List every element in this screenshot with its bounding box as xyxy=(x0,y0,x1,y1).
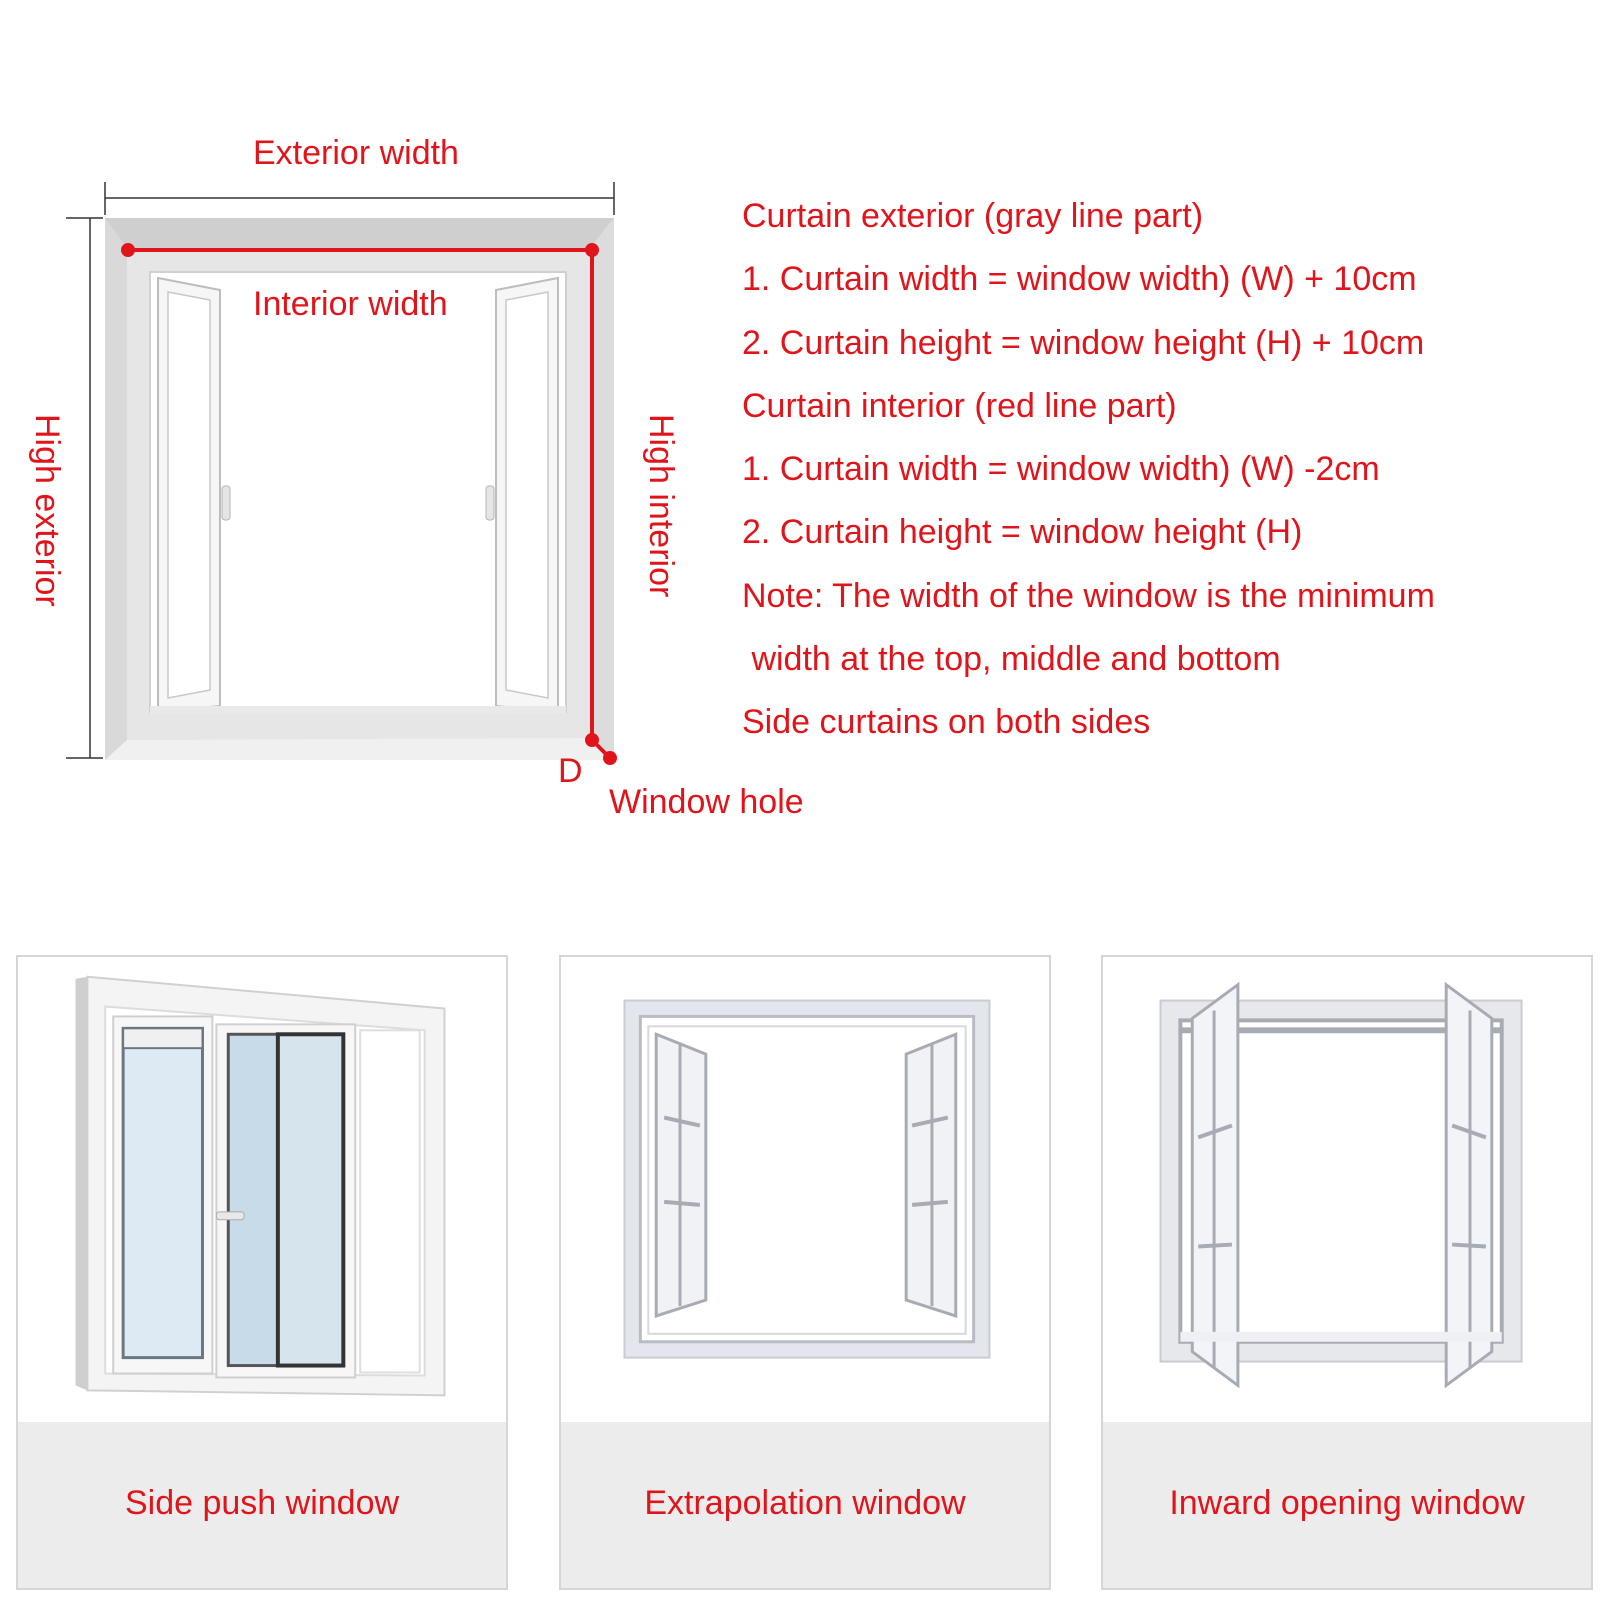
interior-measure-lines xyxy=(121,243,617,765)
high-exterior-dimension xyxy=(66,217,103,759)
instruction-line: Note: The width of the window is the min… xyxy=(742,576,1435,615)
high-interior-label: High interior xyxy=(642,414,680,598)
instruction-line: 1. Curtain width = window width) (W) + 1… xyxy=(742,260,1417,299)
instruction-line: Curtain exterior (gray line part) xyxy=(742,197,1204,235)
exterior-width-label: Exterior width xyxy=(253,134,459,172)
instruction-line: width at the top, middle and bottom xyxy=(742,640,1281,679)
window-type-card-side-push: Side push window xyxy=(16,955,508,1590)
window-type-label: Extrapolation window xyxy=(644,1484,966,1522)
window-measurement-diagram xyxy=(66,182,617,765)
instruction-line: 2. Curtain height = window height (H) xyxy=(742,513,1303,552)
exterior-width-dimension xyxy=(104,182,615,215)
instruction-line: 2. Curtain height = window height (H) + … xyxy=(742,323,1425,362)
window-hole-label: Window hole xyxy=(609,783,804,821)
window-frame xyxy=(105,218,614,760)
window-type-card-extrapolation: Extrapolation window xyxy=(559,955,1051,1590)
interior-width-label: Interior width xyxy=(253,285,448,323)
window-type-label: Side push window xyxy=(124,1484,400,1522)
window-type-card-inward-opening: Inward opening window xyxy=(1101,955,1593,1590)
inward-casement-window-icon xyxy=(1159,981,1523,1389)
instruction-line: Curtain interior (red line part) xyxy=(742,386,1177,425)
instruction-line: 1. Curtain width = window width) (W) -2c… xyxy=(742,450,1380,489)
sliding-window-icon xyxy=(75,975,446,1397)
window-type-label: Inward opening window xyxy=(1169,1484,1525,1522)
high-exterior-label: High exterior xyxy=(28,414,66,607)
curtain-measurement-instructions: Curtain exterior (gray line part) 1. Cur… xyxy=(742,196,1562,766)
instruction-line: Side curtains on both sides xyxy=(742,703,1151,742)
outward-casement-window-icon xyxy=(623,999,991,1359)
point-d-label: D xyxy=(558,752,583,790)
